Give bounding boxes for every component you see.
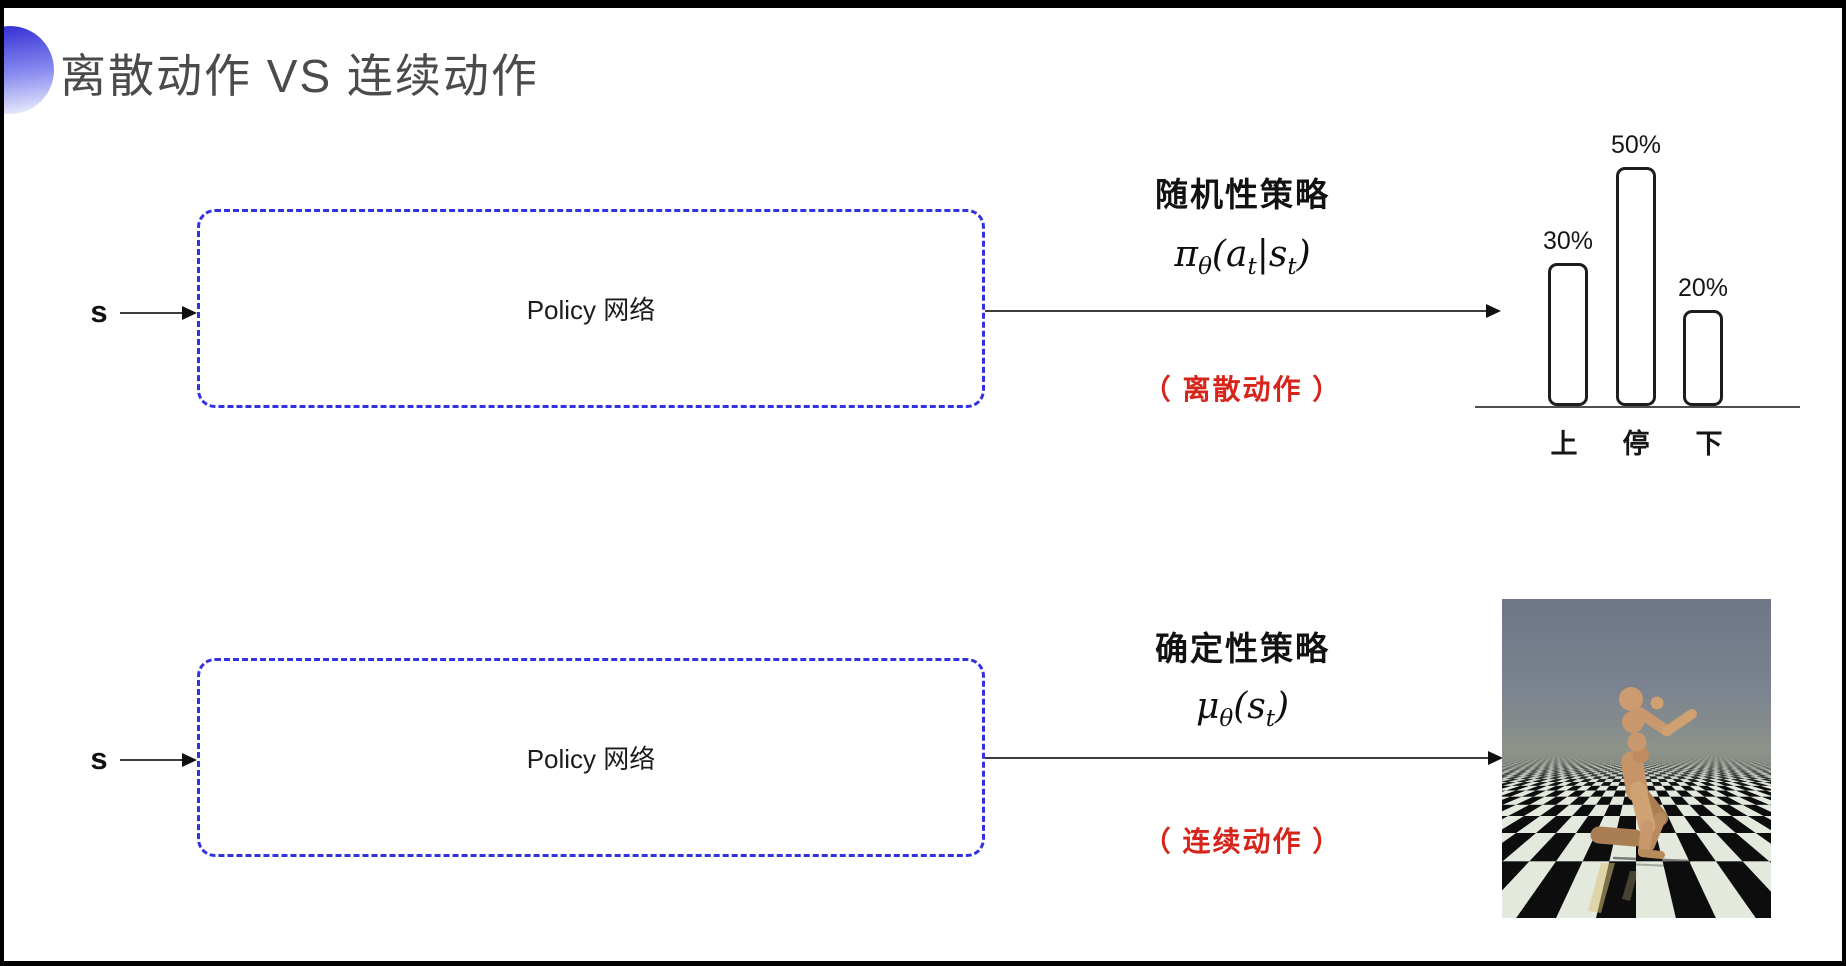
screenshot-border [1842, 0, 1846, 966]
screenshot-border [0, 0, 4, 966]
formula-paren: ) [1296, 234, 1311, 275]
formula-paren: ( [1211, 234, 1226, 275]
deterministic-policy-title: 确定性策略 [1155, 630, 1330, 667]
formula-bar: | [1256, 234, 1269, 275]
humanoid-simulation-image [1502, 599, 1771, 918]
formula-symbol: π [1174, 234, 1199, 275]
formula-var: s [1268, 234, 1288, 275]
formula-var: a [1225, 234, 1248, 275]
formula-subscript: θ [1198, 254, 1212, 281]
bar-column-down: 20% [1675, 274, 1731, 406]
arrow-line [985, 310, 1487, 312]
bar-stop [1616, 167, 1656, 406]
bar-down [1683, 310, 1723, 406]
bar-up [1548, 263, 1588, 406]
policy-network-box-top: Policy 网络 [197, 209, 985, 408]
chart-baseline [1475, 406, 1800, 408]
continuous-action-label: （ 连续动作 ） [1142, 826, 1343, 857]
category-label-down: 下 [1695, 429, 1723, 459]
state-input-label-bottom: s [90, 741, 108, 776]
page-title: 离散动作 VS 连续动作 [60, 50, 539, 102]
formula-subscript: θ [1219, 706, 1234, 733]
bar-value-label: 50% [1610, 131, 1662, 159]
category-label-stop: 停 [1622, 429, 1650, 459]
action-probability-chart: 30% 50% 20% 上 停 下 [1470, 100, 1810, 459]
stochastic-policy-formula: πθ(at|st) [1100, 234, 1385, 280]
screenshot-border [0, 0, 1846, 8]
deterministic-policy-formula: μθ(st) [1100, 686, 1385, 732]
state-input-label-top: s [90, 294, 108, 329]
category-label-up: 上 [1550, 429, 1578, 459]
formula-paren: ( [1233, 686, 1248, 727]
arrow-head-icon [182, 306, 197, 320]
formula-subscript: t [1265, 706, 1275, 733]
policy-network-label: Policy 网络 [526, 295, 656, 325]
arrow-head-icon [1486, 304, 1501, 318]
formula-subscript: t [1247, 254, 1257, 281]
stochastic-policy-title: 随机性策略 [1155, 176, 1330, 213]
formula-var: s [1247, 686, 1266, 727]
formula-paren: ) [1275, 686, 1290, 727]
arrow-head-icon [1488, 751, 1503, 765]
arrow-line [120, 312, 184, 314]
arrow-line [985, 757, 1489, 759]
arrow-head-icon [182, 753, 197, 767]
humanoid-figure [1588, 687, 1697, 913]
bar-value-label: 30% [1542, 227, 1594, 255]
screenshot-border [0, 961, 1846, 966]
formula-subscript: t [1287, 254, 1297, 281]
arrow-line [120, 759, 184, 761]
discrete-action-label: （ 离散动作 ） [1142, 374, 1343, 405]
policy-network-label: Policy 网络 [526, 744, 656, 774]
bar-column-stop: 50% [1608, 131, 1664, 406]
title-accent-icon [0, 26, 54, 114]
policy-network-box-bottom: Policy 网络 [197, 658, 985, 857]
bar-value-label: 20% [1677, 274, 1729, 302]
formula-symbol: μ [1195, 686, 1220, 727]
bar-column-up: 30% [1540, 227, 1596, 406]
